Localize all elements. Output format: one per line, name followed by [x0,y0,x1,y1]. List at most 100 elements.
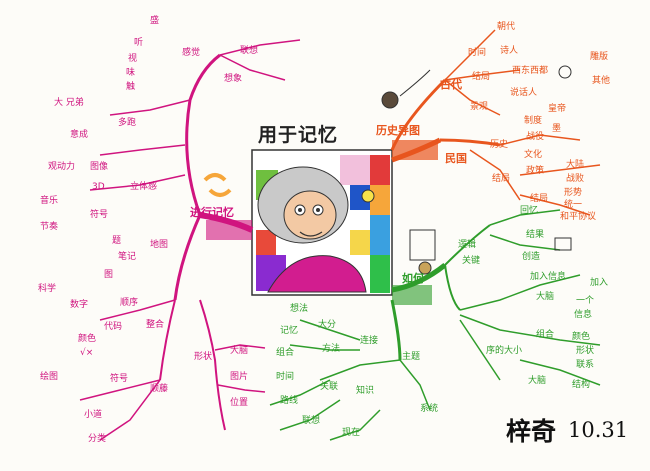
improve-item: 感觉 [182,48,201,58]
improve-item: 科学 [38,284,57,294]
how-item: 序的大小 [486,346,523,356]
improve-item: 大 兄弟 [54,98,84,108]
modern-item: 结局 [492,174,511,184]
improve-item: 联想 [240,46,259,56]
how-item: 路线 [280,396,299,406]
signature-date: 10.31 [568,418,629,442]
modern-item: 历史 [490,140,509,150]
improve-item: 整合 [146,320,165,330]
improve-item: 多跑 [118,118,137,128]
how-item: 关键 [462,256,481,266]
branch-improve-label: 进行记忆 [190,206,234,219]
how-item: 知识 [356,386,375,396]
improve-item: 数字 [70,300,89,310]
how-item: 联想 [302,416,321,426]
modern-item: 政策 [526,166,545,176]
modern-item: 文化 [524,150,543,160]
improve-item: 图 [104,270,114,280]
improve-item: 形状 [194,352,213,362]
how-item: 记忆 [280,326,299,336]
how-item: 加入信息 [530,272,567,282]
ancient-item: 结局 [472,72,491,82]
how-item: 方法 [322,344,341,354]
improve-item: 观动力 [48,162,76,172]
ancient-item: 景观 [470,102,489,112]
how-item: 颜色 [572,332,591,342]
ancient-item: 说话人 [510,88,538,98]
improve-item: √× [80,348,94,358]
ancient-item: 其他 [592,76,611,86]
ancient-item: 朝代 [497,22,516,32]
how-item: 主题 [402,352,421,362]
how-item: 大分 [318,320,337,330]
ancient-item: 西东西都 [512,66,549,76]
how-item: 信息 [574,310,593,320]
how-item: 连接 [360,336,379,346]
how-item: 现在 [342,428,361,438]
how-item: 时间 [276,372,295,382]
improve-item: 视 [128,54,138,64]
how-item: 一个 [576,296,595,306]
improve-item: 节奏 [40,222,59,232]
improve-item: 听 [134,38,144,48]
how-item: 大脑 [528,376,547,386]
how-item: 大脑 [536,292,555,302]
how-item: 组合 [536,330,555,340]
branch-history-label: 历史导图 [376,124,420,137]
how-item: 联系 [576,360,595,370]
improve-item: 代码 [104,322,123,332]
history-ancient-label: 古代 [440,78,462,91]
improve-item: 符号 [110,374,129,384]
modern-item: 结局 [530,194,549,204]
improve-item: 笔记 [118,252,137,262]
how-item: 系统 [420,404,439,414]
how-item: 结构 [572,380,591,390]
modern-item: 战败 [566,174,585,184]
improve-item: 大脑 [230,346,249,356]
ancient-item: 皇帝 [548,104,567,114]
improve-item: 符号 [90,210,109,220]
modern-item: 大陆 [566,160,585,170]
ancient-item: 时间 [468,48,487,58]
improve-item: 3D [92,182,105,192]
ancient-item: 诗人 [500,46,519,56]
branch-how-label: 如何 [402,272,424,285]
improve-item: 顺藤 [150,384,169,394]
improve-item: 题 [112,236,122,246]
improve-item: 地图 [150,240,169,250]
improve-item: 绘图 [40,372,59,382]
modern-item: 统一 [564,200,583,210]
modern-item: 形势 [564,188,583,198]
improve-item: 味 [126,68,136,78]
how-item: 形状 [576,346,595,356]
how-item: 想法 [290,304,309,314]
improve-item: 小道 [84,410,103,420]
how-item: 结果 [526,230,545,240]
improve-item: 图片 [230,372,249,382]
improve-item: 颜色 [78,334,97,344]
improve-item: 想象 [224,74,243,84]
improve-item: 立体感 [130,182,158,192]
how-item: 加入 [590,278,609,288]
history-modern-label: 民国 [445,152,467,165]
improve-item: 位置 [230,398,249,408]
improve-item: 顺序 [120,298,139,308]
improve-item: 意成 [70,130,89,140]
how-item: 逻辑 [458,240,477,250]
modern-item: 战役 [526,132,545,142]
ancient-item: 雕版 [590,52,609,62]
signature-name: 梓奇 [506,417,557,446]
how-item: 关联 [320,382,339,392]
how-item: 组合 [276,348,295,358]
improve-item: 分类 [88,434,107,444]
how-item: 回忆 [520,206,539,216]
ancient-item: 制度 [524,116,543,126]
ancient-item: 墨 [552,124,562,134]
improve-item: 图像 [90,162,109,172]
modern-item: 和平协议 [560,212,597,222]
how-item: 创造 [522,252,541,262]
map-title: 用于记忆 [258,124,339,146]
improve-item: 盛 [150,16,160,26]
